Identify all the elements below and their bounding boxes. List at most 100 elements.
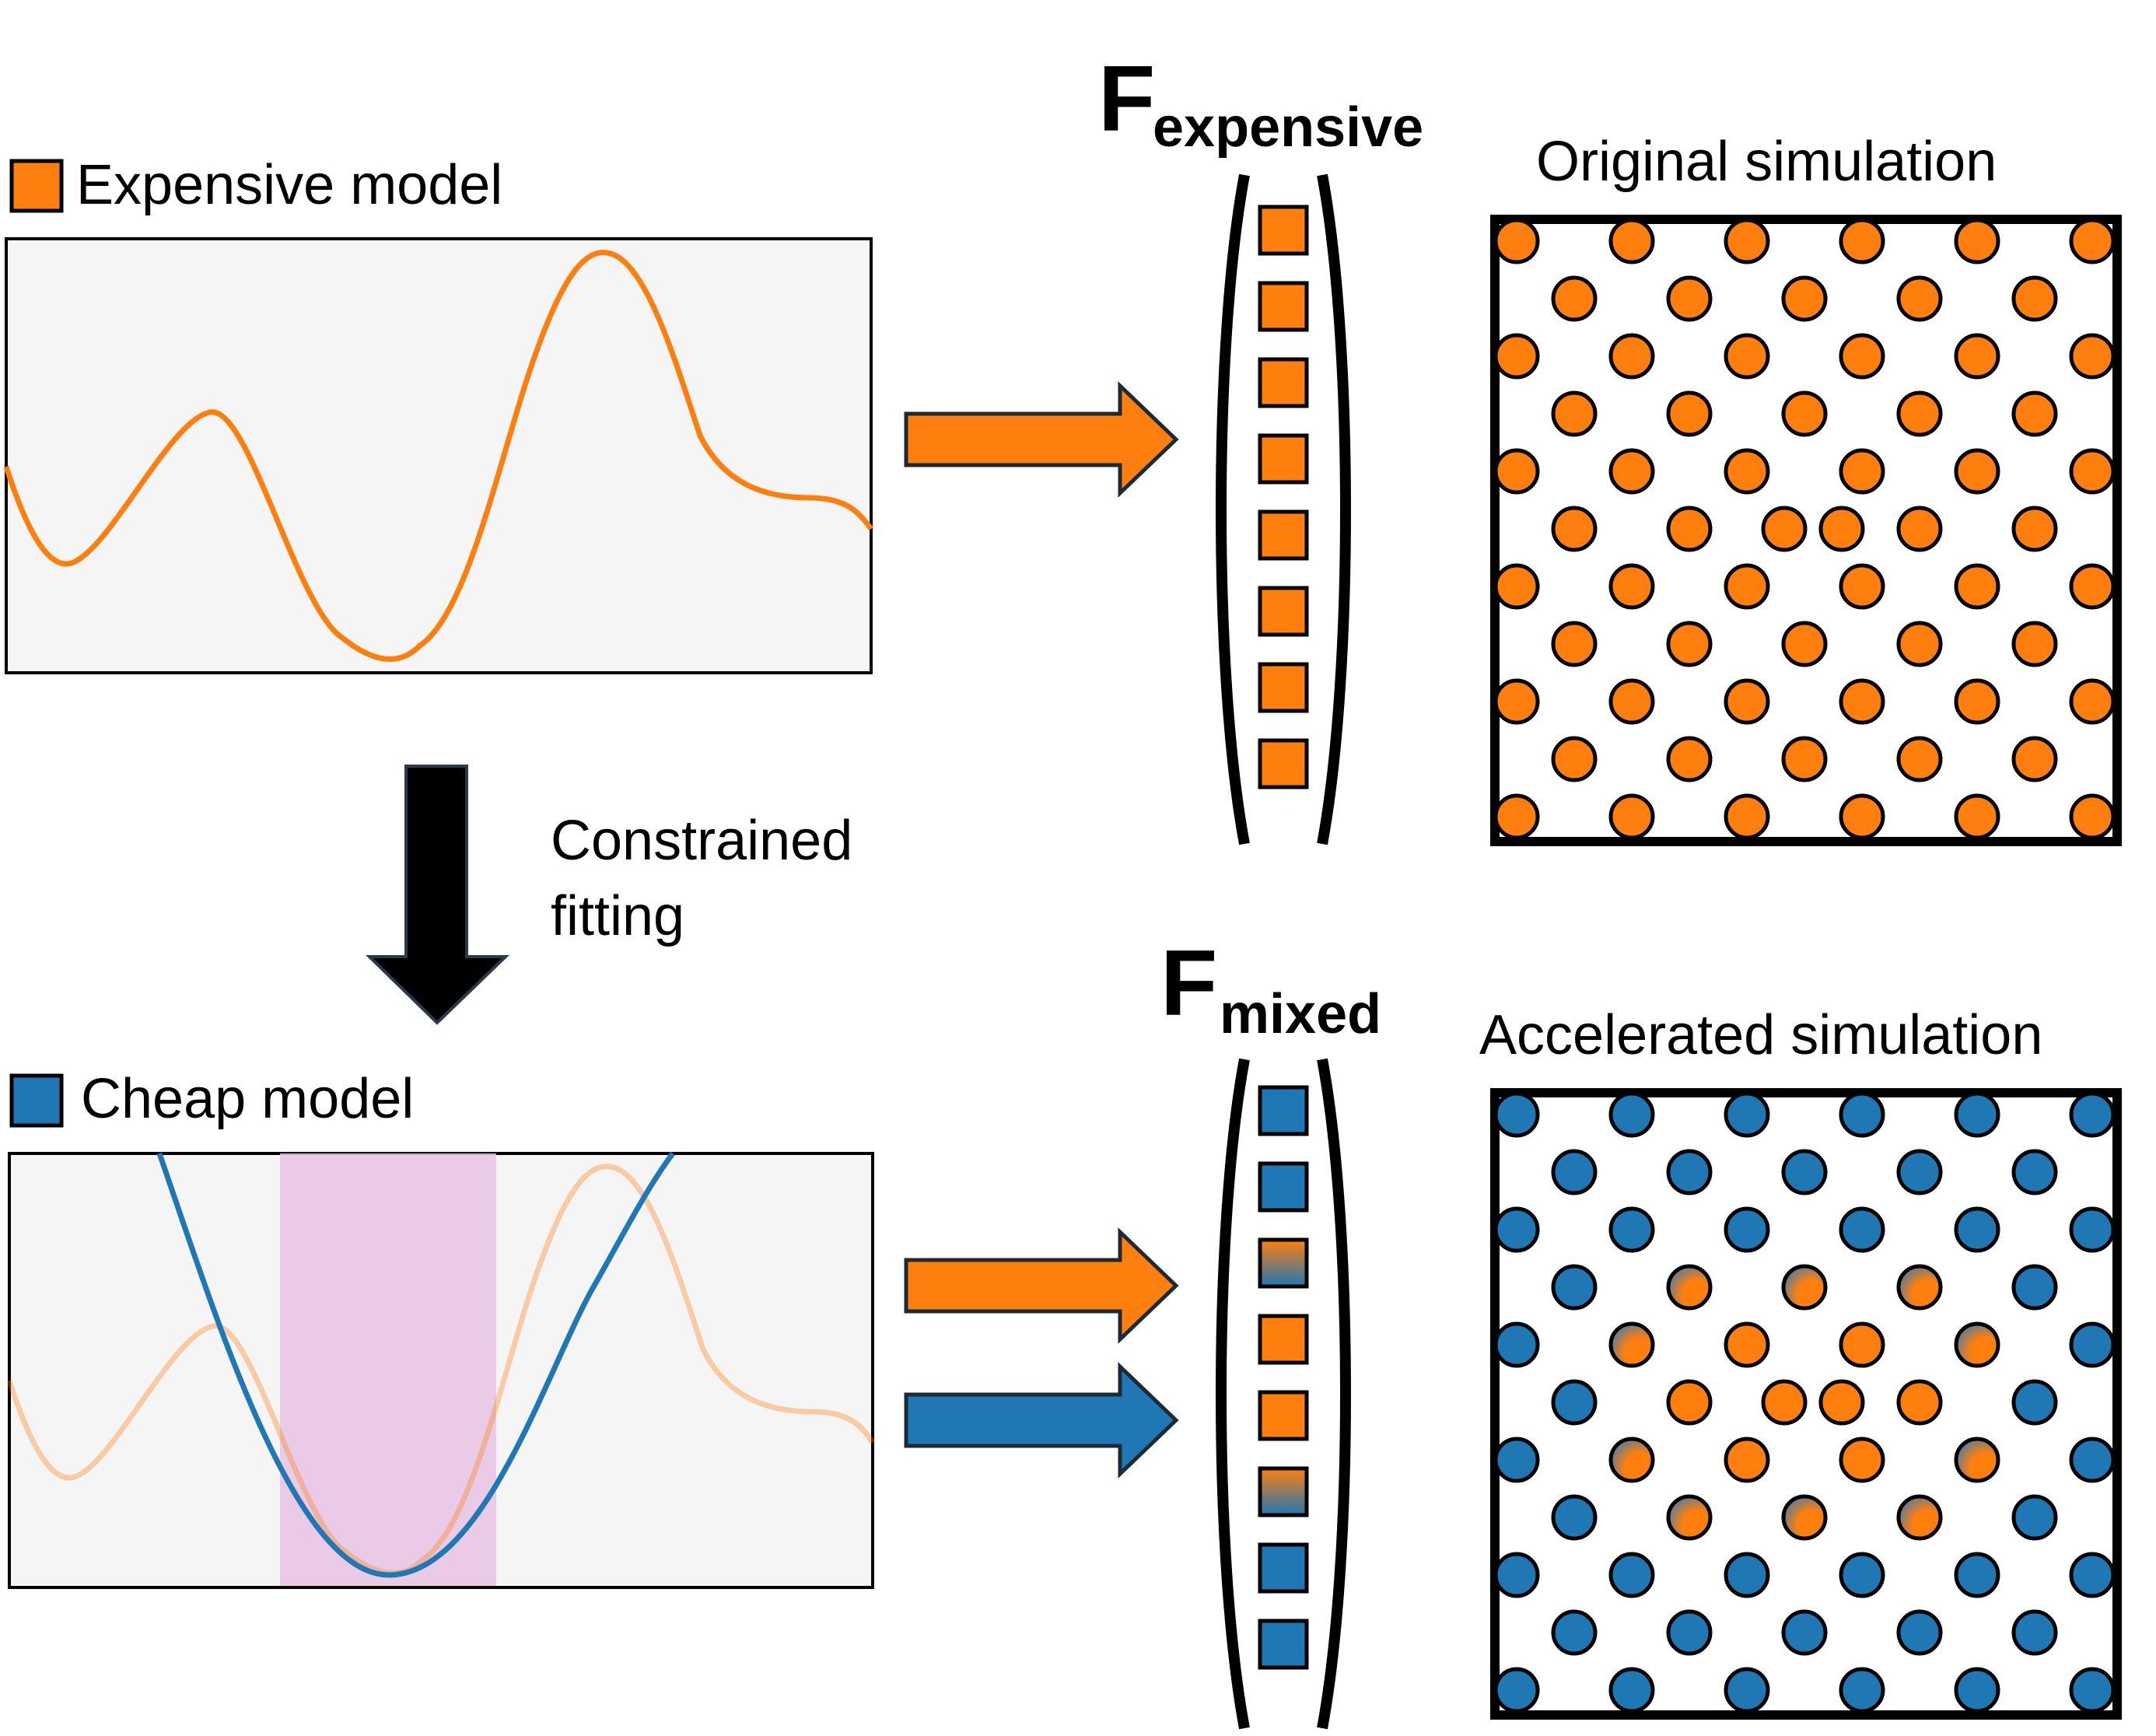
atom-mixed [1608, 1437, 1655, 1483]
atom-expensive [1839, 678, 1885, 725]
accelerated-simulation-title: Accelerated simulation [1479, 1004, 2042, 1066]
atom-expensive [1839, 1437, 1885, 1483]
atom-cheap [2011, 1264, 2058, 1311]
atom-expensive [1896, 275, 1943, 322]
atom-cheap [1493, 1437, 1540, 1483]
atom-cheap [2011, 1609, 2058, 1656]
atom-cheap [1724, 1552, 1770, 1598]
atom-expensive [1724, 448, 1770, 495]
atom-cheap [1724, 1667, 1770, 1713]
atom-cheap [2069, 1552, 2116, 1598]
atom-expensive [1551, 621, 1598, 667]
atom-cheap [1551, 1494, 1598, 1541]
atom-mixed [1781, 1494, 1828, 1541]
atom-cheap [1666, 1609, 1713, 1656]
atom-expensive [1493, 793, 1540, 840]
atom-expensive [1954, 793, 2000, 840]
atom-expensive [1666, 621, 1713, 667]
accelerated-atoms [1493, 1091, 2116, 1713]
force-cell-cheap [1258, 1085, 1309, 1136]
atom-expensive [2069, 218, 2116, 264]
force-mixed-symbol: F [1160, 931, 1217, 1035]
atom-expensive [1608, 218, 1655, 264]
atom-expensive [1608, 333, 1655, 380]
atom-cheap [1493, 1321, 1540, 1368]
atom-expensive [2069, 563, 2116, 610]
bottom-blue-arrow [904, 1362, 1179, 1479]
atom-cheap [1954, 1667, 2000, 1713]
atom-cheap [2069, 1091, 2116, 1138]
atom-cheap [1608, 1091, 1655, 1138]
left-bracket [1216, 1058, 1250, 1730]
expensive-legend-swatch [9, 159, 64, 213]
atom-cheap [1896, 1149, 1943, 1195]
atom-cheap [1954, 1552, 2000, 1598]
atom-expensive [1608, 678, 1655, 725]
top-arrow [904, 381, 1179, 498]
atom-cheap [2069, 1206, 2116, 1253]
atom-cheap [1724, 1206, 1770, 1253]
atom-expensive [1724, 218, 1770, 264]
force-cell-cheap [1258, 1542, 1309, 1594]
atom-expensive [1608, 448, 1655, 495]
atom-cheap [1608, 1206, 1655, 1253]
atom-expensive [1551, 506, 1598, 552]
atom-mixed [1666, 1264, 1713, 1311]
atom-expensive [1724, 1437, 1770, 1483]
atom-expensive [1666, 390, 1713, 437]
force-cell-expensive [1258, 357, 1309, 408]
atom-expensive [1493, 448, 1540, 495]
force-cell-expensive [1258, 1314, 1309, 1365]
atom-cheap [1781, 1609, 1828, 1656]
force-mixed-vector: F mixed [1160, 931, 1381, 1730]
fitting-label: fitting [551, 885, 684, 947]
force-cell-expensive [1258, 586, 1309, 637]
atom-expensive [1551, 275, 1598, 322]
accelerated-simulation-panel: Accelerated simulation [1479, 1004, 2122, 1720]
atom-cheap [1551, 1609, 1598, 1656]
cheap-legend-swatch [9, 1073, 64, 1128]
original-simulation-panel: Original simulation [1490, 131, 2122, 846]
atom-cheap [1839, 1552, 1885, 1598]
atom-expensive [1896, 506, 1943, 552]
force-cell-expensive [1258, 662, 1309, 713]
atom-expensive [1493, 563, 1540, 610]
atom-cheap [1493, 1206, 1540, 1253]
atom-expensive [1493, 333, 1540, 380]
atom-cheap [2069, 1437, 2116, 1483]
atom-mixed [1954, 1321, 2000, 1368]
atom-expensive [1724, 1321, 1770, 1368]
atom-mixed [1781, 1264, 1828, 1311]
atom-expensive [1781, 736, 1828, 782]
atom-expensive [1666, 1379, 1713, 1426]
force-cell-expensive [1258, 205, 1309, 256]
atom-expensive [1551, 736, 1598, 782]
atom-expensive [1666, 736, 1713, 782]
force-expensive-cells [1258, 205, 1309, 789]
atom-mixed [1896, 1264, 1943, 1311]
atom-expensive [1896, 736, 1943, 782]
atom-expensive [1839, 1321, 1885, 1368]
atom-expensive [1761, 506, 1808, 552]
right-arrow-icon [904, 1362, 1179, 1479]
bottom-orange-arrow [904, 1227, 1179, 1344]
atom-cheap [1896, 1609, 1943, 1656]
atom-expensive [1954, 678, 2000, 725]
atom-cheap [1493, 1667, 1540, 1713]
fit-region [280, 1153, 496, 1586]
atom-cheap [1781, 1149, 1828, 1195]
atom-cheap [1839, 1206, 1885, 1253]
atom-expensive [1818, 506, 1865, 552]
force-cell-expensive [1258, 1390, 1309, 1441]
constrained-label: Constrained [551, 810, 852, 872]
right-bracket [1317, 1058, 1351, 1730]
left-bracket [1216, 173, 1250, 845]
atom-cheap [1724, 1091, 1770, 1138]
constrained-fitting-arrow: Constrained fitting [366, 765, 852, 1025]
atom-mixed [1608, 1321, 1655, 1368]
right-arrow-icon [904, 1227, 1179, 1344]
atom-expensive [1954, 218, 2000, 264]
atom-expensive [2011, 390, 2058, 437]
atom-cheap [1839, 1091, 1885, 1138]
atom-cheap [1551, 1149, 1598, 1195]
